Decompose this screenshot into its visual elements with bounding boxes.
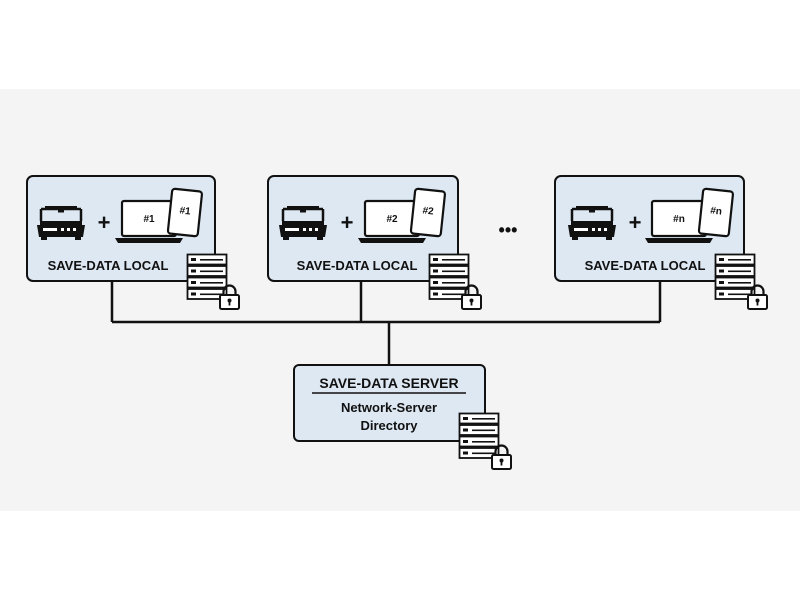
background-panel (0, 89, 800, 511)
tablet-icon: #n (697, 187, 735, 238)
laptop-label: #2 (386, 214, 398, 225)
server-node: SAVE-DATA SERVER Network-Server Director… (293, 364, 513, 471)
ellipsis: ••• (499, 220, 518, 240)
tablet-icon: #1 (166, 187, 204, 238)
client-label: SAVE-DATA LOCAL (48, 258, 169, 273)
tablet-label: #n (710, 205, 723, 217)
server-rack-icon (186, 253, 228, 300)
plus-sign: + (629, 210, 642, 235)
server-rack-icon (714, 253, 756, 300)
tablet-label: #2 (422, 205, 435, 217)
plus-sign: + (98, 210, 111, 235)
server-rack-icon (428, 253, 470, 300)
server-line-1: Network-Server (341, 400, 437, 415)
client-node-1: + #1 #1 SAVE-DATA LOCAL (26, 175, 241, 311)
client-label: SAVE-DATA LOCAL (585, 258, 706, 273)
laptop-label: #n (673, 214, 685, 225)
server-line-2: Directory (360, 418, 418, 433)
plus-sign: + (341, 210, 354, 235)
server-title: SAVE-DATA SERVER (319, 375, 458, 391)
client-node-n: + #n #n SAVE-DATA LOCAL (554, 175, 769, 311)
server-box (293, 364, 486, 442)
client-node-2: + #2 #2 SAVE-DATA LOCAL (267, 175, 483, 311)
tablet-icon: #2 (409, 187, 447, 238)
laptop-icon: #2 (358, 199, 426, 243)
tablet-label: #1 (179, 205, 192, 217)
client-label: SAVE-DATA LOCAL (297, 258, 418, 273)
laptop-label: #1 (143, 214, 155, 225)
laptop-icon: #n (645, 199, 713, 243)
laptop-icon: #1 (115, 199, 183, 243)
server-rack-icon (458, 412, 500, 459)
network-connectors (110, 281, 662, 365)
